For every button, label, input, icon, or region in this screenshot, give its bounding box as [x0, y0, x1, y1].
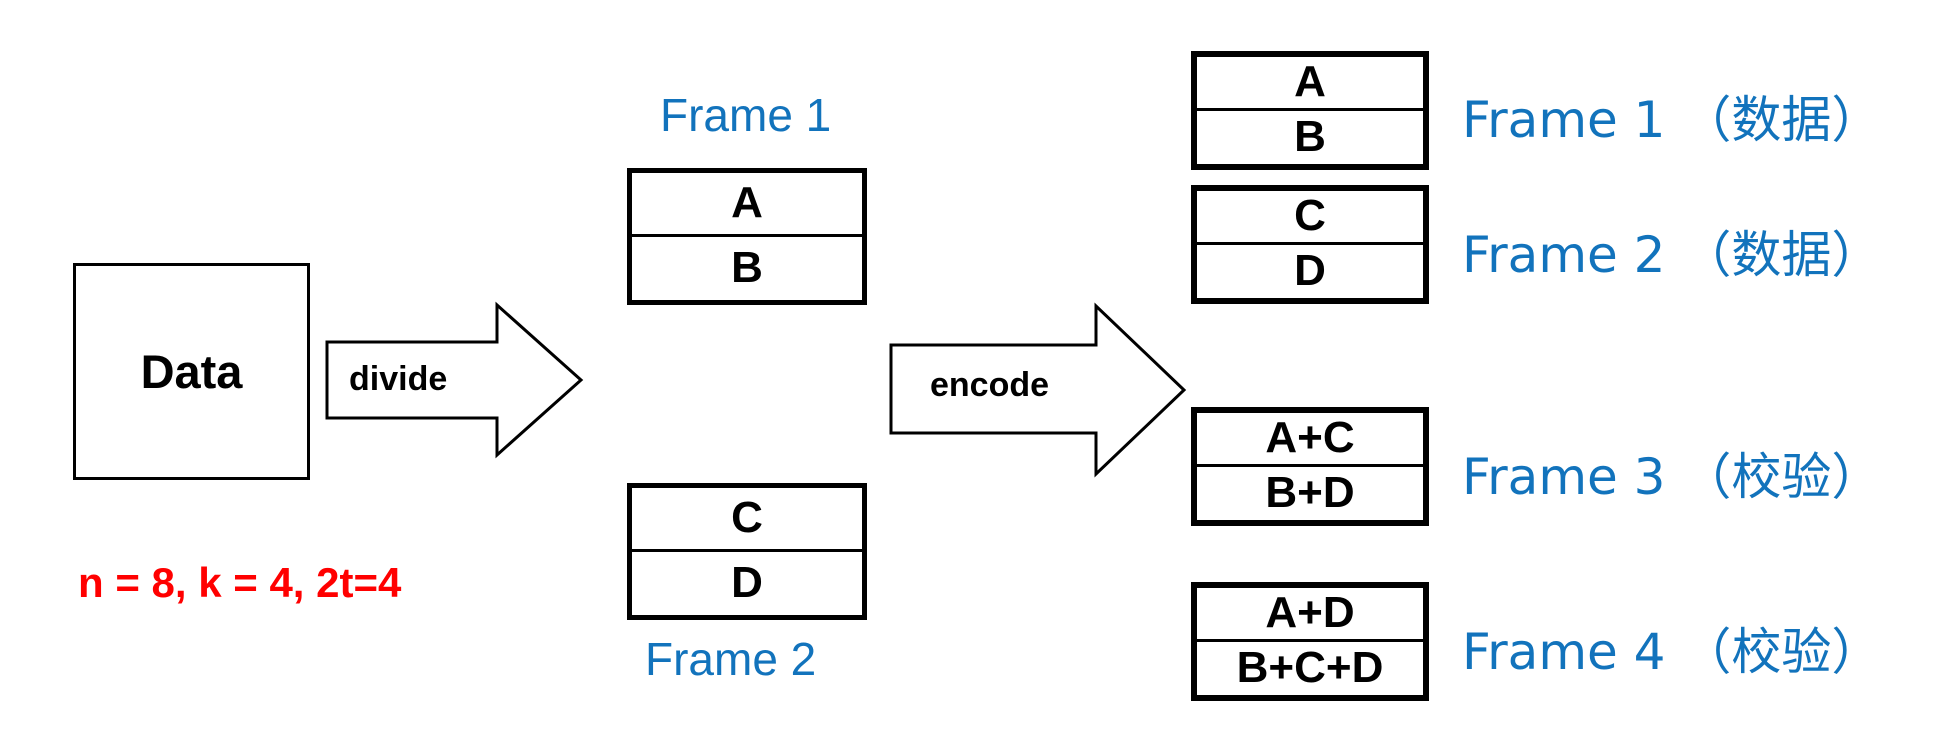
encode-arrow-label: encode	[930, 366, 1050, 404]
divide-arrow-shape	[325, 301, 584, 459]
encoded-frame-3-box: A+C B+D	[1191, 407, 1429, 526]
middle-frame-1-cell-1: B	[731, 243, 763, 293]
middle-frame-2-cell-0: C	[632, 488, 862, 552]
data-source-label: Data	[140, 345, 243, 398]
encoded-frame-2-caption: Frame 2 （数据）	[1462, 226, 1882, 284]
encoded-frame-3-cell-0: A+C	[1197, 413, 1423, 467]
encoded-frame-3-caption: Frame 3 （校验）	[1462, 448, 1882, 506]
divide-arrow: divide	[325, 300, 585, 460]
encoded-frame-1-caption: Frame 1 （数据）	[1462, 91, 1882, 149]
middle-frame-2-box: C D	[627, 483, 867, 620]
encode-arrow-shape	[889, 302, 1187, 478]
encode-arrow: encode	[888, 298, 1188, 478]
middle-frame-2-caption: Frame 2	[645, 633, 817, 685]
encoded-frame-2-cell-0: C	[1197, 191, 1423, 245]
encoded-frame-1-box: A B	[1191, 51, 1429, 170]
encoded-frame-4-cell-1: B+C+D	[1236, 643, 1384, 693]
encoded-frame-4-cell-0: A+D	[1197, 588, 1423, 642]
data-source-box: Data	[73, 263, 310, 480]
encoded-frame-2-cell-1: D	[1294, 246, 1326, 296]
parameter-note: n = 8, k = 4, 2t=4	[78, 559, 402, 606]
encoded-frame-2-box: C D	[1191, 185, 1429, 304]
encoded-frame-1-cell-0: A	[1197, 57, 1423, 111]
encoded-frame-4-box: A+D B+C+D	[1191, 582, 1429, 701]
middle-frame-2-cell-1: D	[731, 558, 763, 608]
middle-frame-1-caption: Frame 1	[660, 89, 832, 141]
encoded-frame-3-cell-1: B+D	[1265, 468, 1355, 518]
encoded-frame-1-cell-1: B	[1294, 112, 1326, 162]
divide-arrow-label: divide	[349, 360, 448, 398]
encoded-frame-4-caption: Frame 4 （校验）	[1462, 623, 1882, 681]
middle-frame-1-box: A B	[627, 168, 867, 305]
middle-frame-1-cell-0: A	[632, 173, 862, 237]
